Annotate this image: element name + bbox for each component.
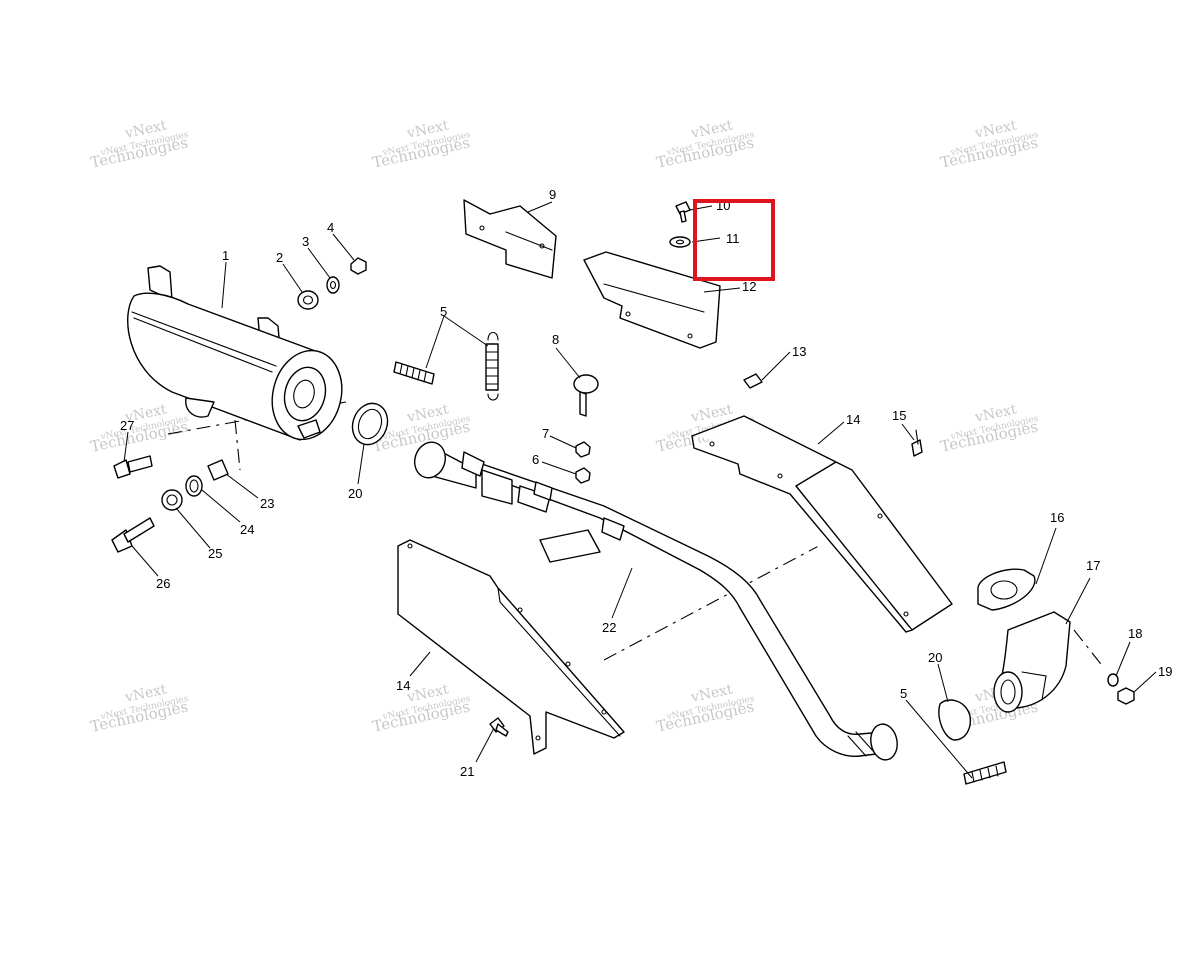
nut-part-19[interactable] (1117, 687, 1135, 705)
callout-25: 25 (208, 546, 222, 561)
callout-27: 27 (120, 418, 134, 433)
sleeve-part-23[interactable] (207, 459, 229, 481)
watermark: vNext vNext Technologies Technologies (655, 117, 756, 171)
elbow-part-17[interactable] (993, 611, 1071, 713)
spacer-part-2[interactable] (297, 290, 319, 310)
washer-part-18[interactable] (1107, 673, 1119, 687)
nut-part-4[interactable] (350, 257, 367, 275)
callout-5a: 5 (440, 304, 447, 319)
heat-shield-part-14-upper[interactable] (691, 415, 953, 633)
callout-23: 23 (260, 496, 274, 511)
exhaust-pipe-part-22[interactable] (410, 438, 900, 762)
seal-part-20-right[interactable] (938, 699, 972, 741)
callout-21: 21 (460, 764, 474, 779)
watermark: vNext vNext Technologies Technologies (655, 681, 756, 735)
bolt-part-13[interactable] (743, 373, 763, 389)
callout-2: 2 (276, 250, 283, 265)
callout-14b: 14 (396, 678, 410, 693)
nut-part-6[interactable] (575, 467, 591, 484)
bracket-part-12[interactable] (583, 251, 721, 349)
nut-part-7[interactable] (575, 441, 591, 458)
watermark-layer: vNext vNext Technologies Technologies vN… (89, 117, 1040, 735)
callout-24: 24 (240, 522, 254, 537)
washer-part-3[interactable] (326, 276, 340, 294)
bolt-part-21[interactable] (489, 717, 509, 737)
spring-part-5-lower[interactable] (963, 761, 1007, 785)
gasket-part-16[interactable] (977, 568, 1036, 611)
callout-17: 17 (1086, 558, 1100, 573)
muffler-part-1[interactable] (127, 265, 351, 447)
spring-part-5-left[interactable] (393, 361, 435, 385)
callout-13: 13 (792, 344, 806, 359)
callout-22: 22 (602, 620, 616, 635)
watermark: vNext vNext Technologies Technologies (939, 117, 1040, 171)
callout-26: 26 (156, 576, 170, 591)
seal-part-20-left[interactable] (347, 398, 393, 449)
callout-18: 18 (1128, 626, 1142, 641)
callout-3: 3 (302, 234, 309, 249)
callout-labels: 1 2 3 4 5 8 7 6 9 10 11 12 13 14 15 16 1… (120, 187, 1172, 779)
callout-14a: 14 (846, 412, 860, 427)
callout-4: 4 (327, 220, 334, 235)
callout-12: 12 (742, 279, 756, 294)
watermark: vNext vNext Technologies Technologies (371, 117, 472, 171)
heat-shield-part-9[interactable] (463, 199, 557, 279)
highlight-box (693, 199, 775, 281)
callout-9: 9 (549, 187, 556, 202)
heat-shield-part-14-lower[interactable] (397, 539, 625, 755)
bushing-part-25[interactable] (161, 489, 183, 511)
callout-20b: 20 (928, 650, 942, 665)
callout-7: 7 (542, 426, 549, 441)
callout-8: 8 (552, 332, 559, 347)
spring-part-5-right[interactable] (485, 331, 499, 401)
bolt-part-27[interactable] (113, 455, 153, 479)
callout-19: 19 (1158, 664, 1172, 679)
watermark: vNext vNext Technologies Technologies (89, 401, 190, 455)
watermark: vNext vNext Technologies Technologies (89, 117, 190, 171)
watermark: vNext vNext Technologies Technologies (939, 401, 1040, 455)
watermark: vNext vNext Technologies Technologies (371, 681, 472, 735)
washer-part-11[interactable] (669, 236, 691, 248)
grommet-part-8[interactable] (573, 374, 599, 417)
watermark: vNext vNext Technologies Technologies (89, 681, 190, 735)
callout-15: 15 (892, 408, 906, 423)
rivet-part-15[interactable] (911, 429, 923, 457)
callout-11: 11 (726, 231, 740, 246)
callout-20a: 20 (348, 486, 362, 501)
bolt-part-10[interactable] (675, 201, 691, 223)
callout-16: 16 (1050, 510, 1064, 525)
callout-5b: 5 (900, 686, 907, 701)
callout-6: 6 (532, 452, 539, 467)
callout-1: 1 (222, 248, 229, 263)
o-ring-part-24[interactable] (185, 475, 203, 497)
